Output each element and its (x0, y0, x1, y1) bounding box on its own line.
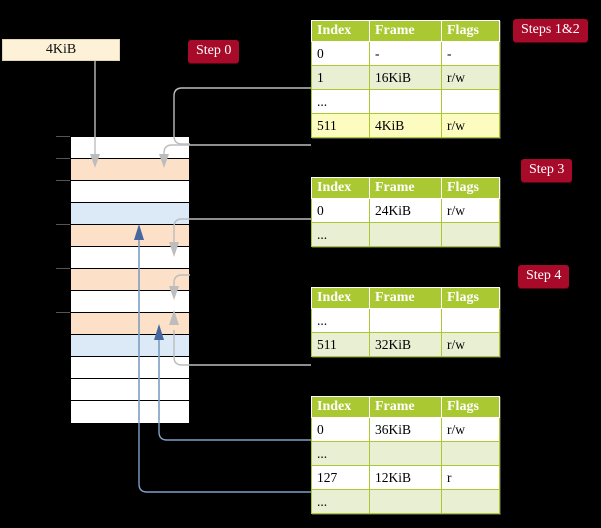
memory-frame-row (71, 225, 189, 247)
wire-frame-to-l4-row1 (173, 87, 311, 145)
physical-memory-column (70, 136, 190, 424)
wire-l1-0-arrowhead (154, 324, 164, 340)
wire-l2-511-to-frame (173, 330, 311, 366)
table-cell (441, 441, 500, 466)
table-header-frame: Frame (369, 177, 442, 199)
table-cell: 511 (311, 113, 370, 138)
badge-step-4: Step 4 (518, 265, 570, 288)
table-cell: r/w (441, 332, 500, 357)
table-row: ... (311, 222, 500, 247)
badge-step-3: Step 3 (521, 159, 573, 182)
table-header-flags: Flags (441, 287, 500, 309)
table-row: ... (311, 89, 500, 114)
memory-tick (56, 136, 70, 137)
memory-tick (56, 180, 70, 181)
wire-l1-127-arrowhead (134, 224, 144, 240)
memory-frame-row (71, 137, 189, 159)
table-cell: 127 (311, 465, 370, 490)
table-cell: 4KiB (369, 113, 442, 138)
memory-frame-row (71, 159, 189, 181)
table-cell: 36KiB (369, 417, 442, 442)
table-header-frame: Frame (369, 396, 442, 418)
table-cell (369, 441, 442, 466)
table-cell: 24KiB (369, 198, 442, 223)
wire-step0-arrowhead (90, 154, 100, 168)
table-cell: 16KiB (369, 65, 442, 90)
table-cell (369, 222, 442, 247)
wire-l3-0-to-frame (173, 218, 311, 242)
table-cell: r/w (441, 417, 500, 442)
table-cell: - (441, 41, 500, 66)
table-cell: 0 (311, 417, 370, 442)
table-cell (441, 489, 500, 514)
wire-l2-511-arrowhead (169, 310, 179, 325)
table-cell: r/w (441, 198, 500, 223)
memory-tick (56, 312, 70, 313)
table-cell (369, 89, 442, 114)
table-cell: r (441, 465, 500, 490)
table-header-frame: Frame (369, 287, 442, 309)
table-cell: 511 (311, 332, 370, 357)
memory-tick (56, 158, 70, 159)
memory-frame-row (71, 269, 189, 291)
wire-frame-row4-arrowhead (169, 286, 179, 300)
table-cell: 1 (311, 65, 370, 90)
memory-frame-row (71, 247, 189, 269)
wire-l3-0-arrowhead (169, 242, 179, 257)
table-row: ... (311, 489, 500, 514)
table-cell: 0 (311, 41, 370, 66)
memory-frame-row (71, 291, 189, 313)
table-header-flags: Flags (441, 177, 500, 199)
table-cell: ... (311, 441, 370, 466)
table-header-flags: Flags (441, 396, 500, 418)
table-cell: ... (311, 308, 370, 333)
source-frame-box: 4KiB (2, 39, 120, 61)
memory-frame-row (71, 181, 189, 203)
table-cell: 32KiB (369, 332, 442, 357)
table-cell (369, 489, 442, 514)
table-header-index: Index (311, 20, 370, 42)
table-cell: r/w (441, 113, 500, 138)
table-cell (441, 89, 500, 114)
badge-step-0: Step 0 (188, 40, 240, 63)
table-cell: r/w (441, 65, 500, 90)
wire-l4-511-to-frame (163, 144, 311, 155)
wire-frame-row4-out (173, 274, 190, 287)
table-cell: 12KiB (369, 465, 442, 490)
wire-l4-511-arrowhead (159, 154, 169, 168)
memory-tick (56, 224, 70, 225)
table-cell (441, 222, 500, 247)
memory-tick (56, 268, 70, 269)
table-header-frame: Frame (369, 20, 442, 42)
table-cell: ... (311, 89, 370, 114)
table-cell: ... (311, 489, 370, 514)
table-row: ... (311, 441, 500, 466)
badge-steps-1-2: Steps 1&2 (513, 19, 588, 42)
wire-l1-0-to-frame (158, 340, 311, 441)
table-header-index: Index (311, 396, 370, 418)
table-header-index: Index (311, 287, 370, 309)
table-cell: ... (311, 222, 370, 247)
memory-frame-row (71, 203, 189, 225)
source-frame-label: 4KiB (45, 42, 77, 57)
wire-l1-127-to-frame (138, 240, 311, 493)
